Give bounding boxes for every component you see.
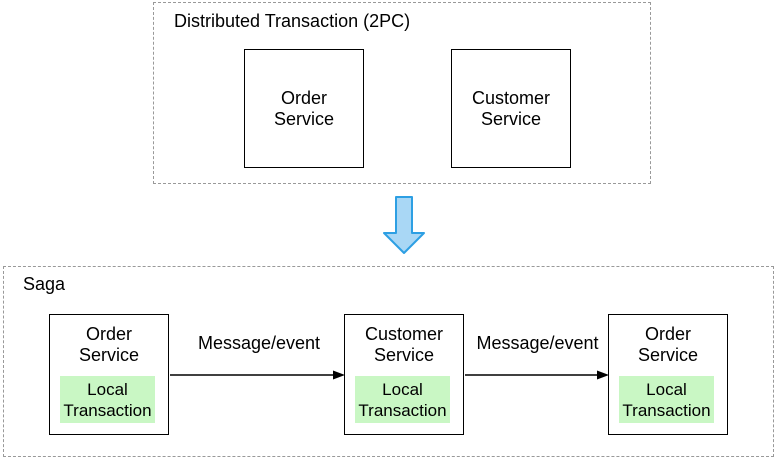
local-transaction-label-line: Local xyxy=(382,379,423,399)
local-transaction-label-line: Transaction xyxy=(622,400,711,420)
local-transaction-box: Local Transaction xyxy=(355,376,450,423)
message-event-label-2: Message/event xyxy=(476,333,599,353)
local-transaction-label-line: Local xyxy=(87,379,128,399)
saga-customer-service-box: Customer Service Local Transaction xyxy=(344,314,464,435)
flow-arrow-icon-1 xyxy=(170,370,345,380)
service-label-line: Customer xyxy=(364,324,444,344)
saga-order-service-box-2: Order Service Local Transaction xyxy=(608,314,728,435)
flow-arrow-icon-2 xyxy=(465,370,609,380)
local-transaction-box: Local Transaction xyxy=(60,376,155,423)
local-transaction-box: Local Transaction xyxy=(619,376,714,423)
service-label-line: Customer xyxy=(471,87,551,108)
service-label-line: Service xyxy=(78,345,140,365)
local-transaction-label-line: Local xyxy=(646,379,687,399)
service-label-line: Order xyxy=(644,324,691,344)
saga-group-title: Saga xyxy=(23,274,66,294)
local-transaction-label-line: Transaction xyxy=(358,400,447,420)
service-label-line: Service xyxy=(480,108,542,129)
saga-group: Saga Order Service Local Transaction Mes… xyxy=(3,266,774,457)
service-label-line: Order xyxy=(280,87,327,108)
local-transaction-label-line: Transaction xyxy=(63,400,152,420)
2pc-group: Distributed Transaction (2PC) Order Serv… xyxy=(153,2,651,184)
service-label-line: Service xyxy=(273,108,335,129)
message-event-label-1: Message/event xyxy=(197,333,321,353)
saga-order-service-box-1: Order Service Local Transaction xyxy=(49,314,169,435)
transform-down-arrow-icon xyxy=(383,196,425,254)
service-label-line: Order xyxy=(85,324,132,344)
2pc-order-service-box: Order Service xyxy=(244,49,364,168)
2pc-group-title: Distributed Transaction (2PC) xyxy=(174,11,411,31)
2pc-customer-service-box: Customer Service xyxy=(451,49,571,168)
service-label-line: Service xyxy=(373,345,435,365)
service-label-line: Service xyxy=(637,345,699,365)
